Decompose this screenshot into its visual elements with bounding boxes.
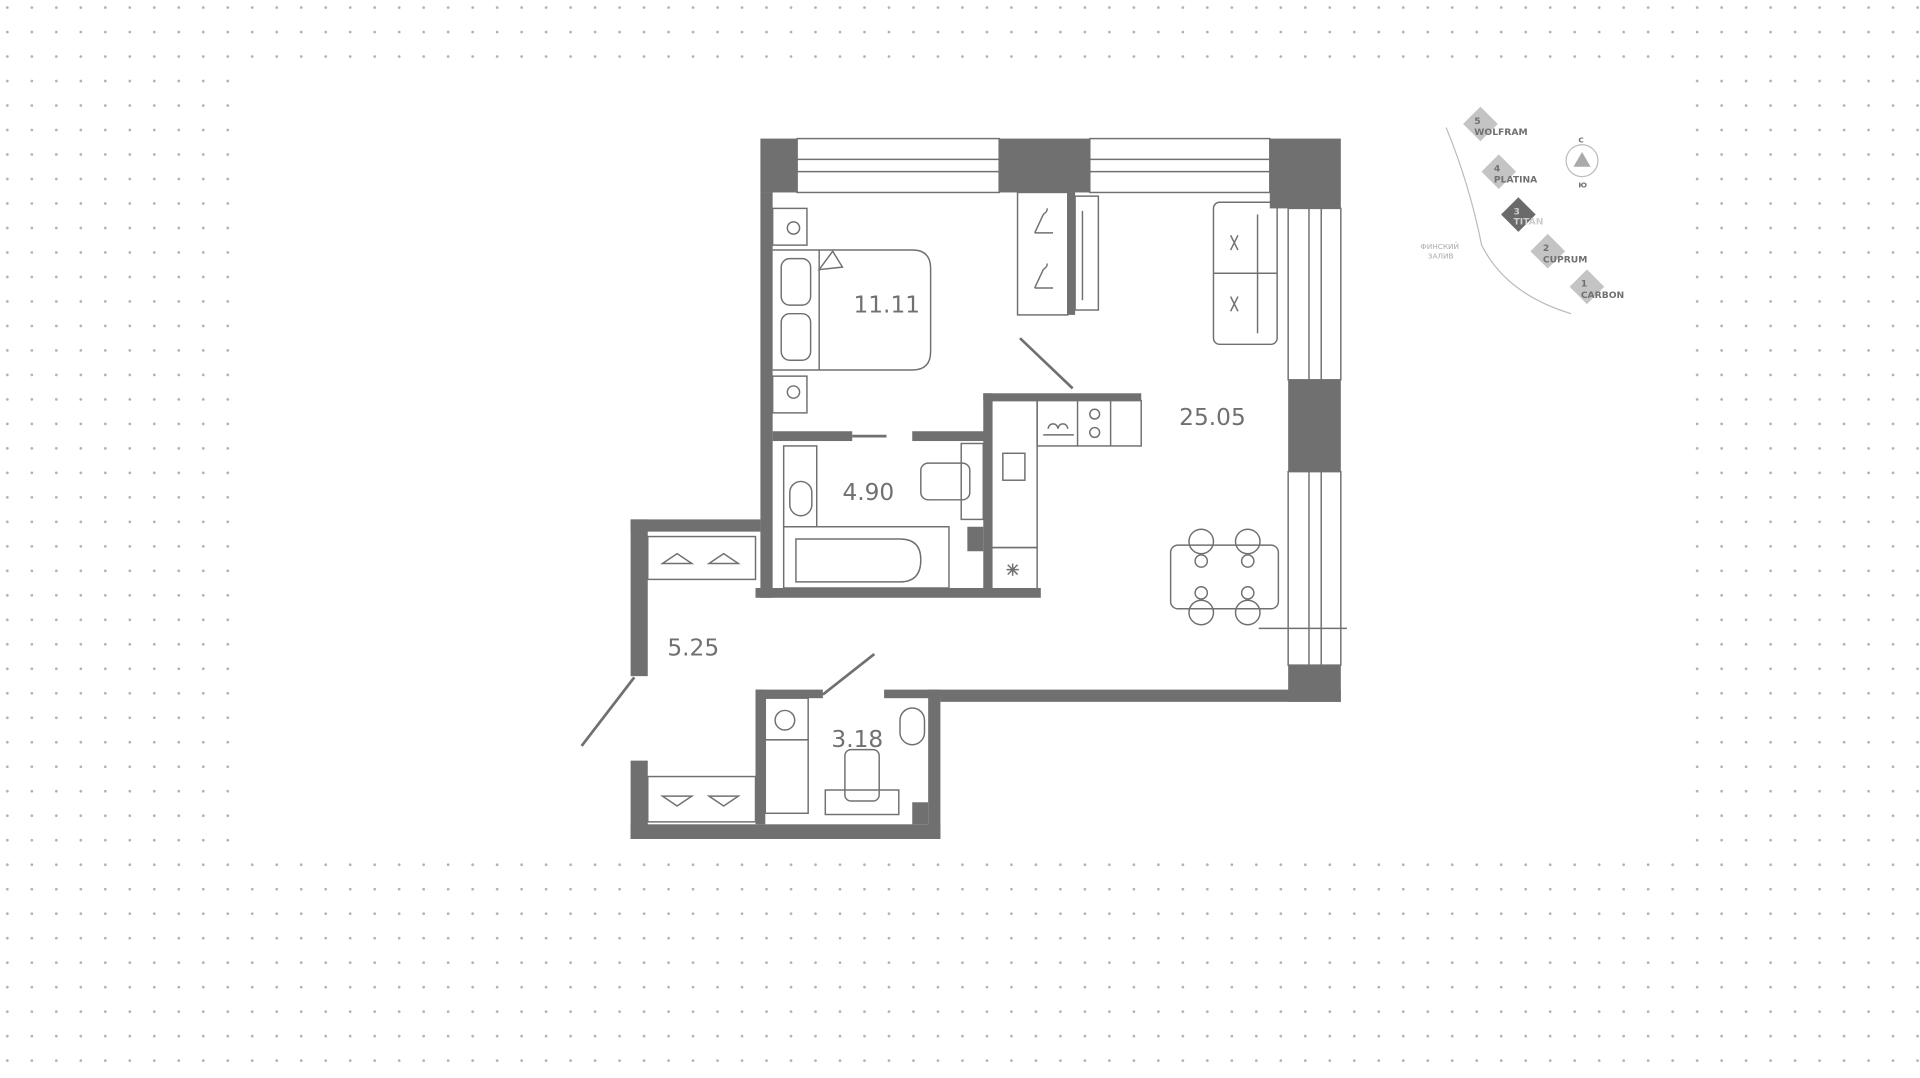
- bed: [771, 207, 932, 414]
- building-5-name: WOLFRAM: [1474, 127, 1527, 138]
- compass-north-label: С: [1578, 135, 1583, 144]
- bathroom-fixtures: [782, 442, 985, 589]
- floor-plan: 11.11 4.90 25.05 5.25 3.18: [580, 137, 1347, 839]
- water-label: ФИНСКИЙ: [1420, 242, 1459, 251]
- building-1-name: CARBON: [1581, 290, 1624, 301]
- building-5-number: 5: [1474, 116, 1480, 127]
- kitchen: [991, 399, 1142, 592]
- doors: [580, 337, 1074, 747]
- building-3-name: TITAN: [1513, 216, 1543, 227]
- building-4-number: 4: [1494, 164, 1500, 175]
- room-area-living-kitchen: 25.05: [1179, 404, 1246, 431]
- building-1-number: 1: [1581, 279, 1587, 290]
- wardrobe: [1016, 191, 1100, 316]
- room-area-bathroom: 4.90: [842, 479, 894, 506]
- building-3-number: 3: [1513, 207, 1519, 218]
- walls: [630, 138, 1341, 839]
- room-area-bedroom: 11.11: [853, 291, 920, 318]
- hallway-wardrobes: [647, 535, 757, 823]
- room-area-hallway: 5.25: [667, 634, 719, 661]
- building-4-name: PLATINA: [1494, 175, 1538, 186]
- dining-table: [1169, 528, 1280, 626]
- compass-south-label: Ю: [1578, 181, 1587, 190]
- wc-fixtures: [764, 697, 926, 816]
- sofa: [1212, 201, 1278, 346]
- building-2-number: 2: [1543, 243, 1549, 254]
- building-2-name: CUPRUM: [1543, 254, 1588, 265]
- coastline: [1445, 127, 1572, 315]
- room-area-wc: 3.18: [831, 726, 883, 753]
- compass-icon: С Ю: [1565, 135, 1599, 190]
- water-label-2: ЗАЛИВ: [1428, 252, 1454, 261]
